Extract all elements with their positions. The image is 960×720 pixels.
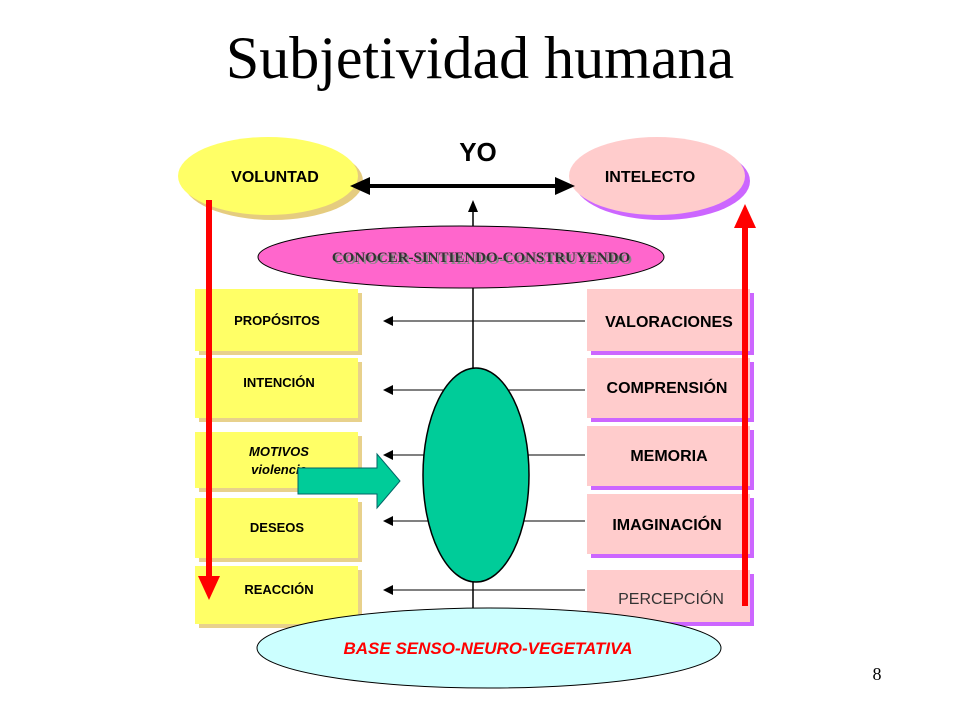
conocer-label: CONOCER-SINTIENDO-CONSTRUYENDO <box>332 250 630 266</box>
percepcion-box: PERCEPCIÓN <box>587 570 754 626</box>
comprension-label: COMPRENSIÓN <box>607 378 728 397</box>
deseos-box: DESEOS <box>195 498 362 562</box>
imaginacion-box: IMAGINACIÓN <box>587 494 754 558</box>
green-block-arrow <box>297 452 401 510</box>
left-column: PROPÓSITOS INTENCIÓN MOTIVOS violencia D… <box>195 289 362 628</box>
right-column: VALORACIONES COMPRENSIÓN MEMORIA IMAGINA… <box>587 289 754 626</box>
page-number: 8 <box>872 664 882 684</box>
voluntad-ellipse: VOLUNTAD <box>178 137 363 220</box>
yo-label: YO <box>459 137 497 167</box>
reaccion-box: REACCIÓN <box>195 566 362 628</box>
deseos-label: DESEOS <box>250 520 305 535</box>
voluntad-label: VOLUNTAD <box>231 169 319 186</box>
percepcion-label: PERCEPCIÓN <box>618 589 724 608</box>
violencia-label: violencia <box>251 462 307 477</box>
imaginacion-label: IMAGINACIÓN <box>612 515 721 534</box>
conocer-ellipse: CONOCER-SINTIENDO-CONSTRUYENDO CONOCER-S… <box>257 225 665 289</box>
memoria-label: MEMORIA <box>630 448 708 465</box>
yo-double-arrow <box>350 177 575 195</box>
central-green-ellipse <box>422 367 530 583</box>
red-arrow-up <box>734 204 756 606</box>
intencion-label: INTENCIÓN <box>243 375 315 390</box>
valoraciones-box: VALORACIONES <box>587 289 754 355</box>
propositos-label: PROPÓSITOS <box>234 313 320 328</box>
red-arrow-down <box>198 200 220 600</box>
conocer-label-shadow: CONOCER-SINTIENDO-CONSTRUYENDO <box>334 252 632 268</box>
valoraciones-label: VALORACIONES <box>605 314 733 331</box>
base-label: BASE SENSO-NEURO-VEGETATIVA <box>343 639 632 658</box>
base-ellipse: BASE SENSO-NEURO-VEGETATIVA <box>256 607 722 689</box>
intencion-box: INTENCIÓN <box>195 358 362 422</box>
intelecto-label: INTELECTO <box>605 169 695 186</box>
proposito-box: PROPÓSITOS <box>195 289 362 355</box>
motivos-label: MOTIVOS <box>249 444 309 459</box>
slide-title: Subjetividad humana <box>225 25 735 91</box>
intelecto-ellipse: INTELECTO <box>569 137 750 220</box>
comprension-box: COMPRENSIÓN <box>587 358 754 422</box>
reaccion-label: REACCIÓN <box>244 582 313 597</box>
memoria-box: MEMORIA <box>587 426 754 490</box>
